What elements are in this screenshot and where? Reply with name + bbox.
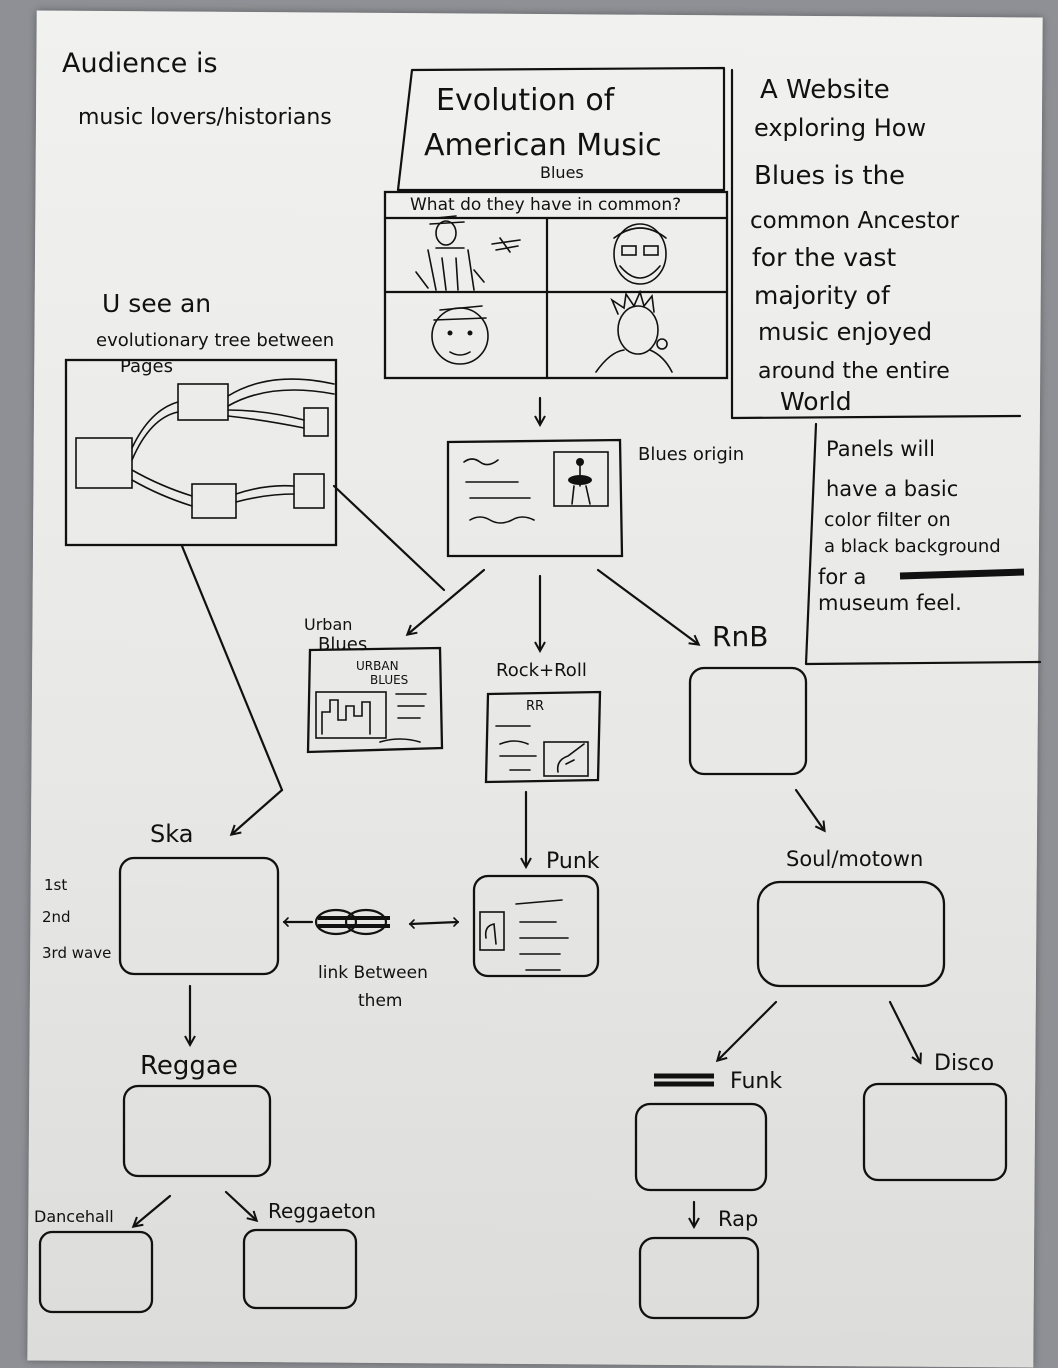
panels-line-2: have a basic bbox=[826, 477, 958, 501]
ska-wave-3: 3rd wave bbox=[42, 944, 111, 962]
ska-card: Ska 1st 2nd 3rd wave bbox=[42, 820, 280, 976]
rock-roll-label: Rock+Roll bbox=[496, 660, 587, 681]
link-label-1: link Between bbox=[318, 963, 428, 983]
disco-label: Disco bbox=[934, 1051, 994, 1076]
bluesman-figure-icon bbox=[415, 215, 485, 291]
rnb-label: RnB bbox=[712, 620, 768, 653]
title-line-2: American Music bbox=[424, 128, 662, 163]
common-question: What do they have in common? bbox=[410, 195, 681, 215]
tree-line-1: U see an bbox=[102, 289, 211, 318]
urban-inner-2: BLUES bbox=[370, 673, 408, 687]
punk-card: Punk bbox=[472, 849, 600, 978]
rap-label: Rap bbox=[718, 1207, 758, 1231]
website-line-6: majority of bbox=[754, 281, 891, 310]
panels-line-4: a black background bbox=[824, 536, 1001, 557]
reggae-card: Reggae bbox=[122, 1051, 272, 1178]
soul-label: Soul/motown bbox=[786, 847, 923, 871]
panels-note: Panels will have a basic color filter on… bbox=[804, 422, 1042, 666]
title-subtitle: Blues bbox=[540, 163, 584, 182]
disco-card: Disco bbox=[862, 1051, 1008, 1182]
rock-roll-card: Rock+Roll RR bbox=[484, 660, 602, 784]
city-skyline-icon bbox=[321, 699, 371, 735]
website-line-2: exploring How bbox=[754, 114, 926, 142]
reggae-label: Reggae bbox=[140, 1051, 238, 1081]
urban-blues-card: Urban Blues URBAN BLUES bbox=[304, 615, 444, 754]
reggaeton-label: Reggaeton bbox=[268, 1199, 376, 1223]
website-line-7: music enjoyed bbox=[758, 318, 932, 346]
audience-line-1: Audience is bbox=[62, 48, 218, 79]
kid-face-icon bbox=[431, 305, 489, 365]
arrow-to-ska bbox=[232, 788, 284, 834]
scribble-out bbox=[899, 568, 1025, 580]
arrow-to-soul bbox=[794, 788, 824, 830]
funk-label: Funk bbox=[730, 1069, 782, 1094]
arrow-to-rnb bbox=[596, 568, 698, 644]
title-line-1: Evolution of bbox=[436, 83, 616, 118]
reggaeton-card: Reggaeton bbox=[242, 1199, 376, 1310]
panels-line-6: museum feel. bbox=[818, 591, 962, 615]
tree-note: U see an evolutionary tree between Pages bbox=[96, 289, 334, 377]
arrow-to-funk bbox=[718, 1000, 778, 1060]
guitarist-icon bbox=[568, 458, 592, 505]
arrow-to-dancehall bbox=[134, 1194, 172, 1226]
tree-thumbnail bbox=[64, 358, 338, 547]
punk-label: Punk bbox=[546, 849, 600, 874]
chain-link-icon bbox=[282, 908, 460, 936]
rap-card: Rap bbox=[638, 1207, 760, 1320]
website-note: A Website exploring How Blues is the com… bbox=[730, 68, 1022, 420]
punk-image-icon bbox=[484, 923, 497, 945]
audience-note: Audience is music lovers/historians bbox=[62, 48, 332, 130]
ska-wave-1: 1st bbox=[44, 876, 67, 894]
blues-origin-card: Blues origin bbox=[446, 438, 744, 558]
urban-label-2: Blues bbox=[318, 634, 367, 655]
bearded-man-icon bbox=[613, 223, 667, 285]
blues-origin-label: Blues origin bbox=[638, 444, 744, 465]
common-panel: What do they have in common? bbox=[383, 190, 729, 380]
website-line-4: common Ancestor bbox=[750, 208, 960, 234]
website-line-1: A Website bbox=[760, 75, 890, 105]
website-line-5: for the vast bbox=[752, 243, 896, 272]
arrow-to-reggaeton bbox=[224, 1190, 256, 1220]
ska-wave-2: 2nd bbox=[42, 908, 71, 926]
urban-inner-1: URBAN bbox=[356, 659, 399, 673]
audience-line-2: music lovers/historians bbox=[78, 105, 332, 130]
tree-link-line-2 bbox=[180, 544, 284, 792]
tree-link-line bbox=[332, 484, 446, 592]
panels-line-3: color filter on bbox=[824, 509, 951, 531]
ska-label: Ska bbox=[150, 820, 193, 848]
guitar-icon bbox=[556, 743, 585, 773]
link-label-2: them bbox=[358, 991, 402, 1011]
urban-label-1: Urban bbox=[304, 615, 352, 634]
panels-line-1: Panels will bbox=[826, 437, 935, 461]
tree-line-2: evolutionary tree between bbox=[96, 330, 334, 351]
dancehall-card: Dancehall bbox=[34, 1207, 154, 1314]
tree-line-3: Pages bbox=[120, 356, 173, 377]
website-line-9: World bbox=[780, 387, 852, 416]
panels-line-5: for a bbox=[818, 565, 866, 589]
soul-motown-card: Soul/motown bbox=[756, 847, 946, 988]
funk-scribble bbox=[654, 1073, 714, 1087]
website-line-3: Blues is the bbox=[754, 161, 905, 191]
title-card: Evolution of American Music Blues bbox=[396, 66, 726, 192]
dancehall-label: Dancehall bbox=[34, 1207, 114, 1226]
rnb-card: RnB bbox=[688, 620, 808, 776]
punk-singer-icon bbox=[595, 289, 673, 373]
funk-card: Funk bbox=[634, 1069, 782, 1192]
website-line-8: around the entire bbox=[758, 359, 950, 384]
signature-scribble bbox=[491, 237, 521, 253]
rock-roll-inner: RR bbox=[526, 699, 544, 714]
arrow-to-urban bbox=[408, 568, 486, 634]
arrow-to-disco bbox=[888, 1000, 920, 1062]
